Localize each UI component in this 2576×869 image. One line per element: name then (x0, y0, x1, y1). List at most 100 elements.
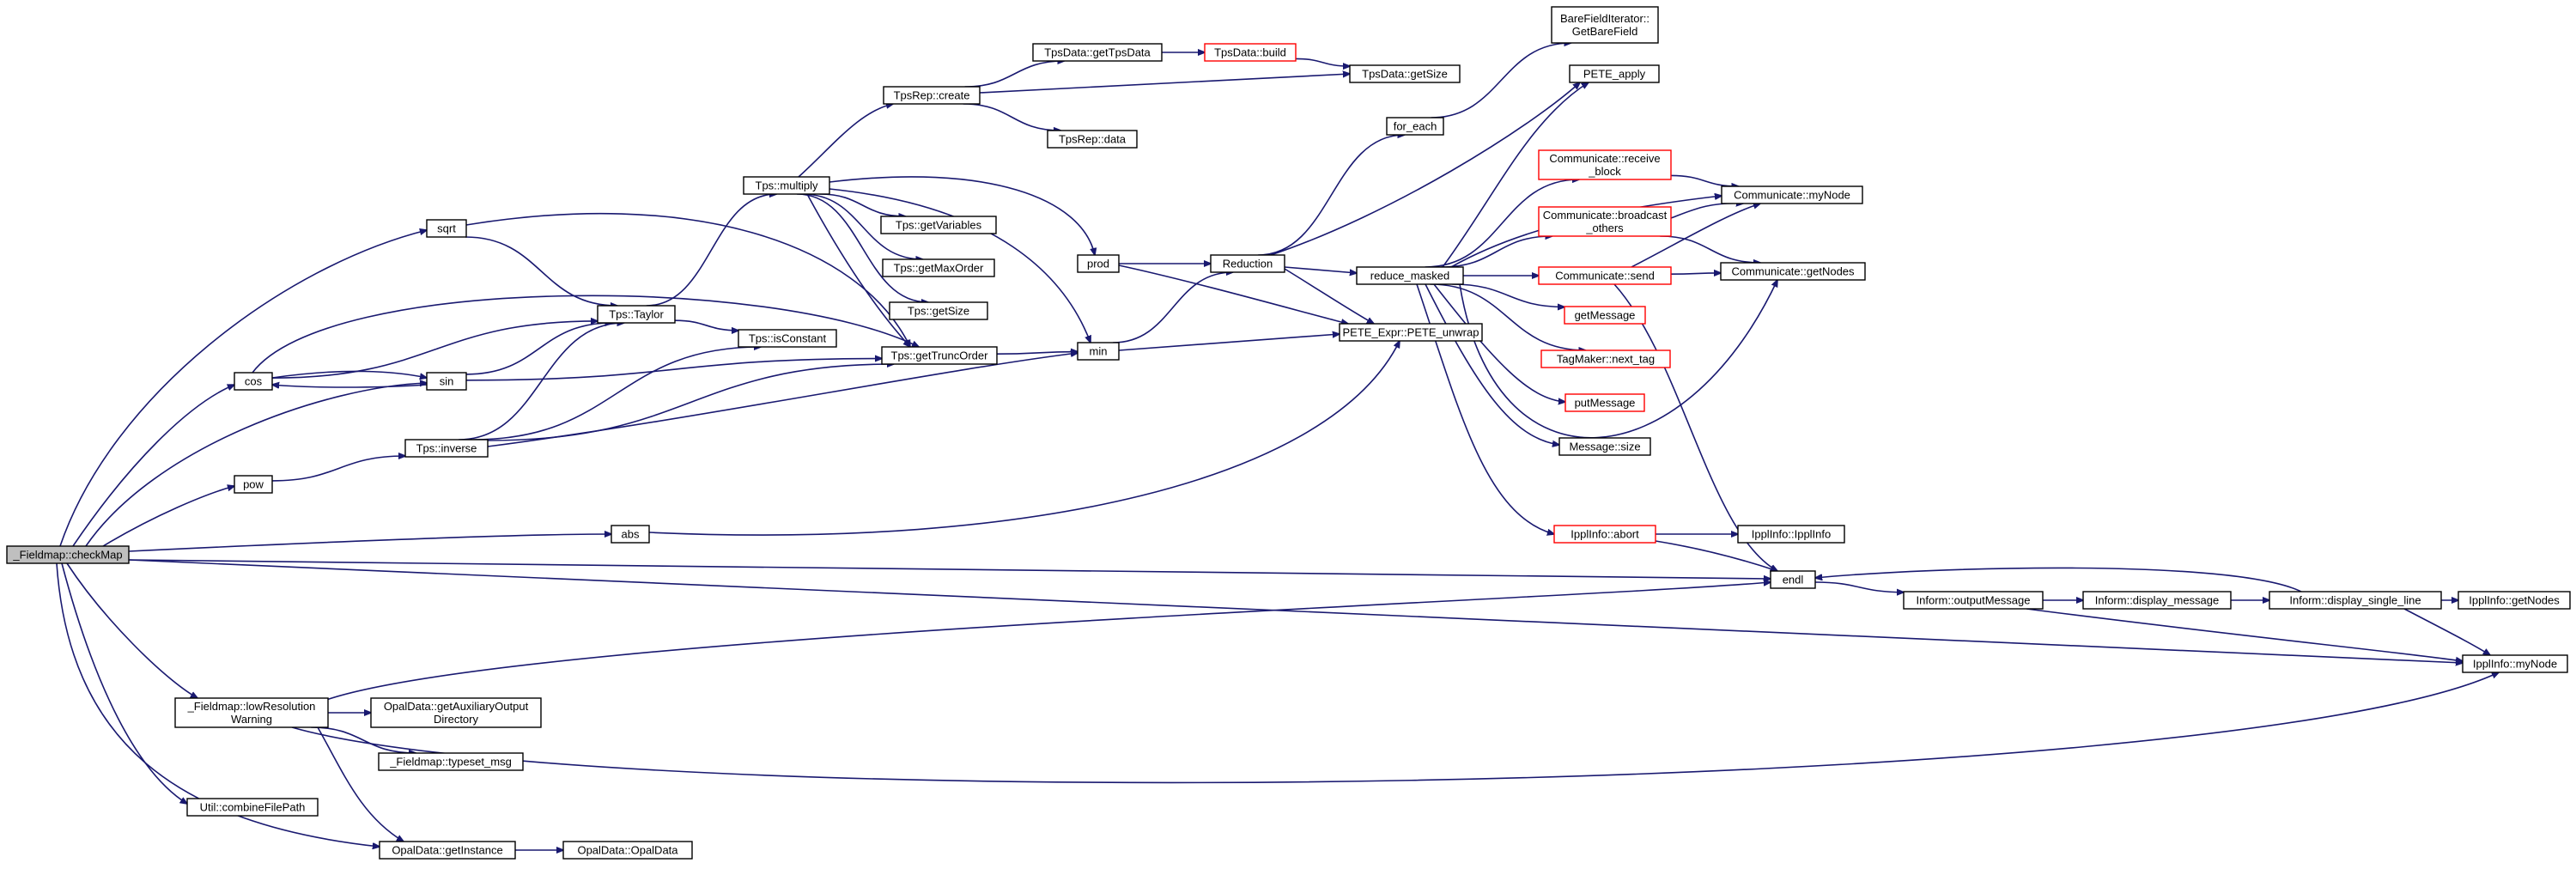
node-label-getvars: Tps::getVariables (896, 219, 982, 232)
node-label-endl: endl (1783, 574, 1804, 586)
node-tpsrepcreate[interactable]: TpsRep::create (883, 86, 981, 105)
call-edge-foreach-to-barefield (1431, 43, 1571, 118)
node-getmaxorder[interactable]: Tps::getMaxOrder (882, 258, 995, 277)
node-box-getsize (889, 301, 988, 320)
node-typeset[interactable]: _Fieldmap::typeset_msg (378, 752, 524, 771)
call-edge-multiply-to-tpsrepcreate (798, 104, 893, 178)
node-label-dispmsg: Inform::display_message (2095, 594, 2220, 607)
call-edge-send-to-getnodes (1670, 273, 1721, 274)
node-ipplgetnodes[interactable]: IpplInfo::getNodes (2458, 591, 2571, 610)
node-bcast[interactable]: Communicate::broadcast_others (1538, 206, 1672, 237)
node-sqrt[interactable]: sqrt (426, 219, 467, 238)
node-foreach[interactable]: for_each (1386, 117, 1444, 136)
call-edge-tpsrepcreate-to-tpsgetsize (979, 74, 1350, 94)
node-label-cos: cos (245, 375, 263, 388)
node-box-msgsize (1558, 437, 1651, 456)
node-box-auxdir (370, 697, 542, 728)
node-label-barefield-line2: GetBareField (1572, 25, 1638, 38)
node-nexttag[interactable]: TagMaker::next_tag (1540, 349, 1671, 368)
node-getinstance[interactable]: OpalData::getInstance (379, 841, 516, 860)
node-mynode[interactable]: Communicate::myNode (1721, 185, 1863, 204)
call-edge-checkmap-to-lowres (66, 562, 197, 698)
node-dispsingle[interactable]: Inform::display_single_line (2269, 591, 2442, 610)
node-reducemasked[interactable]: reduce_masked (1356, 266, 1464, 285)
node-inverse[interactable]: Tps::inverse (404, 439, 489, 458)
node-ipplinfo[interactable]: IpplInfo::IpplInfo (1737, 525, 1845, 544)
node-box-nexttag (1540, 349, 1671, 368)
node-label-taylor: Tps::Taylor (609, 308, 664, 321)
node-endl[interactable]: endl (1770, 570, 1816, 589)
node-prod[interactable]: prod (1077, 254, 1120, 273)
node-box-dispsingle (2269, 591, 2442, 610)
node-tpsgetsize[interactable]: TpsData::getSize (1349, 64, 1461, 83)
node-label-ipplmynode: IpplInfo::myNode (2473, 658, 2557, 671)
node-gettrunc[interactable]: Tps::getTruncOrder (881, 346, 998, 365)
call-edge-endl-to-outputmsg (1814, 581, 1904, 592)
node-cos[interactable]: cos (234, 372, 273, 391)
node-box-isconstant (738, 329, 837, 348)
node-min[interactable]: min (1077, 342, 1120, 361)
node-label-putmessage: putMessage (1575, 397, 1636, 410)
node-getsize[interactable]: Tps::getSize (889, 301, 988, 320)
node-gettpsdata[interactable]: TpsData::getTpsData (1032, 43, 1163, 62)
node-box-ipplabort (1553, 525, 1656, 544)
node-box-gettpsdata (1032, 43, 1163, 62)
node-box-getmaxorder (882, 258, 995, 277)
node-putmessage[interactable]: putMessage (1564, 393, 1645, 412)
call-edge-min-to-peteunwrap (1118, 334, 1340, 351)
node-tpsbuild[interactable]: TpsData::build (1204, 43, 1297, 62)
node-box-multiply (743, 176, 830, 195)
node-pow[interactable]: pow (234, 475, 273, 494)
node-box-peteunwrap (1339, 323, 1483, 342)
node-box-peteapply (1569, 64, 1660, 83)
node-label-sqrt: sqrt (437, 222, 456, 235)
call-edge-lowres-to-ipplmynode (291, 672, 2499, 784)
node-peteunwrap[interactable]: PETE_Expr::PETE_unwrap (1339, 323, 1483, 342)
node-send[interactable]: Communicate::send (1538, 266, 1672, 285)
node-msgsize[interactable]: Message::size (1558, 437, 1651, 456)
node-checkmap[interactable]: _Fieldmap::checkMap (6, 545, 130, 564)
node-box-getmessage (1564, 306, 1646, 325)
node-box-tpsgetsize (1349, 64, 1461, 83)
node-tpsrepdata[interactable]: TpsRep::data (1047, 130, 1138, 149)
node-getmessage[interactable]: getMessage (1564, 306, 1646, 325)
call-edge-checkmap-to-ipplmynode (128, 559, 2463, 663)
node-reduction[interactable]: Reduction (1210, 254, 1285, 273)
node-multiply[interactable]: Tps::multiply (743, 176, 830, 195)
node-getnodes[interactable]: Communicate::getNodes (1720, 262, 1866, 281)
node-abs[interactable]: abs (611, 525, 650, 544)
call-edge-reduction-to-peteapply (1270, 82, 1580, 256)
node-box-cos (234, 372, 273, 391)
node-box-opaldata (562, 841, 693, 860)
node-dispmsg[interactable]: Inform::display_message (2082, 591, 2232, 610)
call-edge-cos-to-gettrunc (252, 295, 919, 374)
node-sin[interactable]: sin (426, 372, 467, 391)
node-opaldata[interactable]: OpalData::OpalData (562, 841, 693, 860)
call-edge-taylor-to-multiply (646, 194, 777, 307)
call-edge-checkmap-to-endl (128, 559, 1771, 579)
node-outputmsg[interactable]: Inform::outputMessage (1903, 591, 2044, 610)
call-edge-cos-to-sin (271, 370, 427, 378)
call-edge-multiply-to-min (829, 188, 1091, 343)
node-label-ipplinfo: IpplInfo::IpplInfo (1752, 528, 1832, 541)
node-ipplmynode[interactable]: IpplInfo::myNode (2462, 654, 2568, 673)
node-box-getinstance (379, 841, 516, 860)
node-peteapply[interactable]: PETE_apply (1569, 64, 1660, 83)
node-label-getinstance: OpalData::getInstance (392, 844, 502, 857)
node-box-min (1077, 342, 1120, 361)
node-barefield[interactable]: BareFieldIterator::GetBareField (1551, 6, 1659, 44)
node-isconstant[interactable]: Tps::isConstant (738, 329, 837, 348)
node-label-auxdir-line1: OpalData::getAuxiliaryOutput (384, 700, 529, 713)
node-getvars[interactable]: Tps::getVariables (880, 216, 997, 234)
node-box-gettrunc (881, 346, 998, 365)
node-recvblock[interactable]: Communicate::receive_block (1538, 149, 1672, 180)
node-combine[interactable]: Util::combineFilePath (186, 798, 319, 817)
node-label-checkmap: _Fieldmap::checkMap (12, 549, 122, 562)
node-label-auxdir-line2: Directory (434, 713, 479, 726)
node-taylor[interactable]: Tps::Taylor (597, 305, 676, 324)
call-edge-lowres-to-typeset (311, 726, 416, 753)
node-ipplabort[interactable]: IpplInfo::abort (1553, 525, 1656, 544)
